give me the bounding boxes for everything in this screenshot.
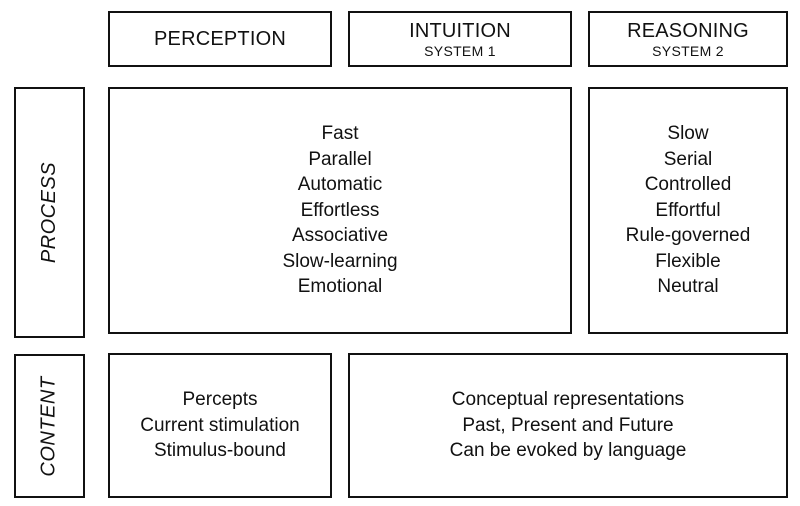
content-perception-list: Percepts Current stimulation Stimulus-bo…: [140, 387, 299, 464]
process-item: Serial: [663, 148, 713, 170]
process-item: Flexible: [655, 250, 721, 272]
content-item: Can be evoked by language: [449, 440, 687, 462]
content-intuition-reasoning-list: Conceptual representations Past, Present…: [450, 387, 687, 464]
header-intuition: INTUITION SYSTEM 1: [348, 11, 572, 67]
header-intuition-title: INTUITION: [409, 19, 511, 42]
content-item: Percepts: [182, 389, 258, 411]
process-perception-intuition-list: Fast Parallel Automatic Effortless Assoc…: [282, 121, 397, 300]
header-reasoning: REASONING SYSTEM 2: [588, 11, 788, 67]
process-item: Associative: [291, 225, 389, 247]
process-reasoning-list: Slow Serial Controlled Effortful Rule-go…: [626, 121, 751, 300]
content-intuition-reasoning-box: Conceptual representations Past, Present…: [348, 353, 788, 498]
process-item: Effortless: [300, 199, 380, 221]
process-reasoning-box: Slow Serial Controlled Effortful Rule-go…: [588, 87, 788, 334]
content-perception-box: Percepts Current stimulation Stimulus-bo…: [108, 353, 332, 498]
process-item: Effortful: [655, 199, 721, 221]
process-item: Neutral: [657, 276, 719, 298]
row-label-process-text: PROCESS: [38, 161, 60, 264]
process-item: Fast: [321, 123, 359, 145]
header-intuition-subtitle: SYSTEM 1: [424, 42, 496, 59]
process-item: Automatic: [297, 174, 383, 196]
process-item: Slow-learning: [282, 250, 398, 272]
header-perception-title: PERCEPTION: [153, 28, 287, 50]
content-item: Past, Present and Future: [462, 414, 674, 436]
row-label-content-text: CONTENT: [38, 375, 61, 477]
content-item: Conceptual representations: [451, 389, 685, 411]
row-label-process: PROCESS: [14, 87, 85, 338]
process-perception-intuition-box: Fast Parallel Automatic Effortless Assoc…: [108, 87, 572, 334]
process-item: Parallel: [308, 148, 372, 170]
content-item: Stimulus-bound: [153, 440, 286, 462]
process-item: Rule-governed: [625, 225, 751, 247]
process-item: Emotional: [297, 276, 383, 298]
process-item: Slow: [667, 123, 709, 145]
content-item: Current stimulation: [140, 414, 300, 436]
header-reasoning-subtitle: SYSTEM 2: [652, 42, 724, 59]
row-label-content: CONTENT: [14, 354, 85, 498]
header-reasoning-title: REASONING: [627, 19, 749, 42]
header-perception: PERCEPTION: [108, 11, 332, 67]
process-item: Controlled: [644, 174, 732, 196]
